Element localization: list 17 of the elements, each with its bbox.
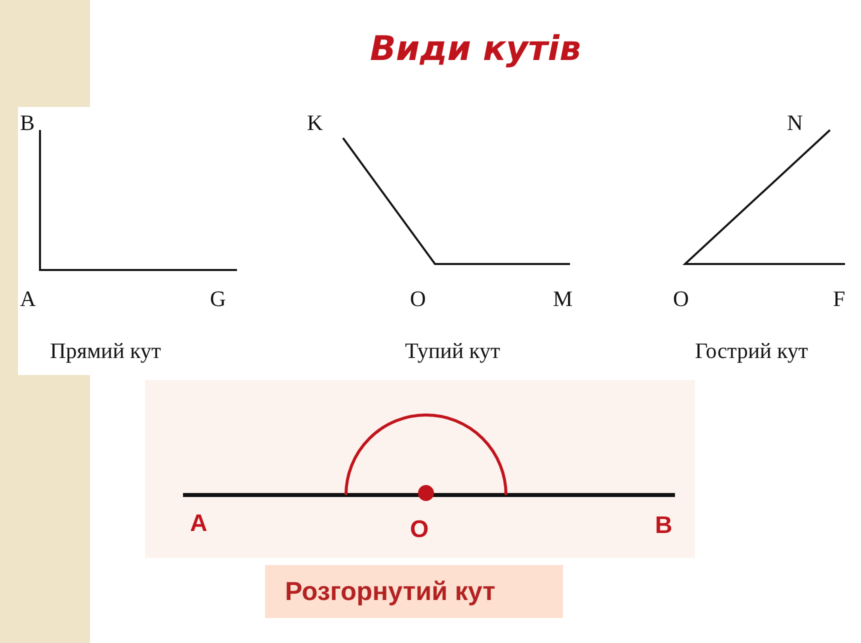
title: Види кутів [370, 32, 581, 66]
point-label: A [190, 512, 208, 536]
point-label: N [787, 112, 803, 134]
point-label: O [410, 518, 429, 542]
point-label: O [410, 288, 426, 310]
point-label: K [307, 112, 323, 134]
point-label: O [673, 288, 689, 310]
point-label: G [210, 288, 226, 310]
point-label: B [655, 514, 672, 538]
angle-name: Розгорнутий кут [285, 578, 496, 604]
point-label: B [20, 112, 35, 134]
angle-name: Прямий кут [50, 340, 161, 362]
angle-name: Тупий кут [405, 340, 500, 362]
point-label: F [833, 288, 846, 310]
point-label: A [20, 288, 36, 310]
point-label: M [553, 288, 573, 310]
angle-name: Гострий кут [695, 340, 808, 362]
